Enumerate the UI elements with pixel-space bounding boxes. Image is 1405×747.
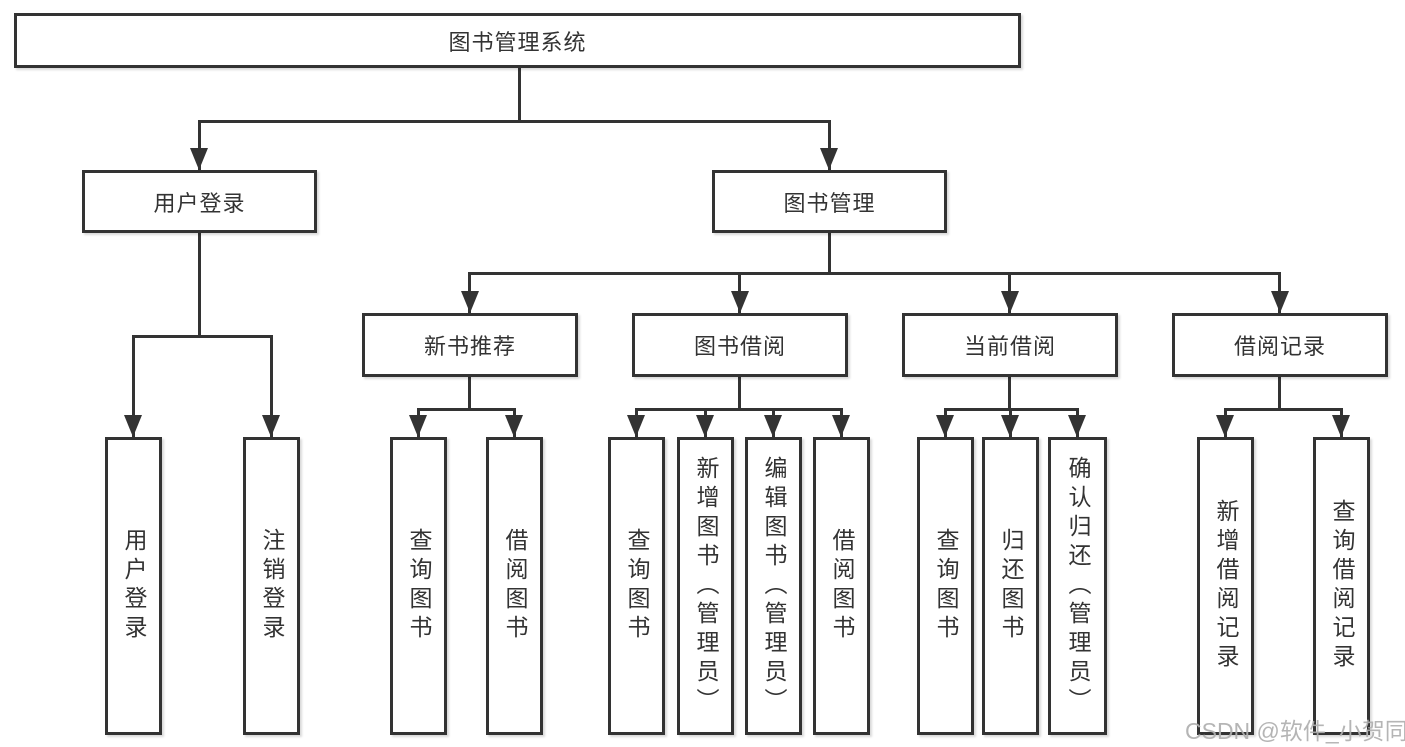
node-current-borrow: 当前借阅 — [902, 313, 1118, 377]
connector-line — [635, 408, 842, 411]
connector-line — [1278, 377, 1281, 408]
node-label: 图书借阅 — [693, 334, 786, 359]
arrow-down-icon — [1216, 415, 1234, 437]
arrow-down-icon — [627, 415, 645, 437]
arrow-down-icon — [124, 415, 142, 437]
connector-line — [198, 120, 831, 123]
arrow-down-icon — [262, 415, 280, 437]
leaf-return-books: 归还图书 — [982, 437, 1039, 735]
node-book-borrow: 图书借阅 — [632, 313, 848, 377]
node-new-book-recommend: 新书推荐 — [362, 313, 578, 377]
arrow-down-icon — [820, 148, 838, 170]
connector-line — [1008, 377, 1011, 408]
leaf-add-borrow-record: 新增借阅记录 — [1197, 437, 1254, 735]
connector-line — [468, 272, 1281, 275]
arrow-down-icon — [1271, 291, 1289, 313]
arrow-down-icon — [1332, 415, 1350, 437]
node-label: 新书推荐 — [423, 334, 516, 359]
leaf-query-books-1: 查询图书 — [390, 437, 447, 735]
leaf-label: 编辑图书（管理员） — [761, 455, 787, 717]
leaf-label: 归还图书 — [998, 528, 1024, 644]
leaf-label: 查询图书 — [406, 528, 432, 644]
arrow-down-icon — [731, 291, 749, 313]
leaf-confirm-return-admin: 确认归还（管理员） — [1048, 437, 1107, 735]
node-user-login: 用户登录 — [82, 170, 317, 233]
csdn-watermark: CSDN @软件_小贺同学 — [1185, 718, 1405, 744]
node-label: 当前借阅 — [963, 334, 1056, 359]
arrow-down-icon — [461, 291, 479, 313]
leaf-logout: 注销登录 — [243, 437, 300, 735]
arrow-down-icon — [1068, 415, 1086, 437]
connector-line — [132, 335, 135, 437]
arrow-down-icon — [936, 415, 954, 437]
node-label: 图书管理系统 — [448, 29, 587, 55]
leaf-label: 查询图书 — [624, 528, 650, 644]
node-library-system: 图书管理系统 — [14, 13, 1021, 68]
leaf-label: 新增借阅记录 — [1213, 499, 1239, 673]
node-book-management: 图书管理 — [712, 170, 947, 233]
arrow-down-icon — [764, 415, 782, 437]
node-label: 借阅记录 — [1233, 334, 1326, 359]
leaf-add-books-admin: 新增图书（管理员） — [677, 437, 734, 735]
leaf-query-books-3: 查询图书 — [917, 437, 974, 735]
connector-line — [198, 120, 201, 170]
leaf-borrow-books-1: 借阅图书 — [486, 437, 543, 735]
arrow-down-icon — [696, 415, 714, 437]
node-borrow-records: 借阅记录 — [1172, 313, 1388, 377]
arrow-down-icon — [409, 415, 427, 437]
leaf-label: 确认归还（管理员） — [1065, 455, 1091, 717]
arrow-down-icon — [190, 148, 208, 170]
arrow-down-icon — [505, 415, 523, 437]
arrow-down-icon — [1001, 291, 1019, 313]
arrow-down-icon — [1001, 415, 1019, 437]
connector-line — [468, 377, 471, 408]
leaf-label: 查询图书 — [933, 528, 959, 644]
connector-line — [738, 377, 741, 408]
connector-line — [518, 68, 521, 120]
node-label: 用户登录 — [153, 190, 246, 216]
connector-line — [132, 335, 273, 338]
leaf-label: 借阅图书 — [829, 528, 855, 644]
leaf-label: 新增图书（管理员） — [693, 455, 719, 717]
leaf-user-login: 用户登录 — [105, 437, 162, 735]
connector-line — [198, 233, 201, 335]
connector-line — [1224, 408, 1343, 411]
connector-line — [828, 233, 831, 272]
arrow-down-icon — [832, 415, 850, 437]
connector-line — [828, 120, 831, 170]
connector-line — [417, 408, 516, 411]
leaf-label: 用户登录 — [121, 528, 147, 644]
node-label: 图书管理 — [783, 190, 876, 216]
leaf-label: 查询借阅记录 — [1329, 499, 1355, 673]
leaf-query-books-2: 查询图书 — [608, 437, 665, 735]
leaf-borrow-books-2: 借阅图书 — [813, 437, 870, 735]
connector-line — [270, 335, 273, 437]
leaf-edit-books-admin: 编辑图书（管理员） — [745, 437, 802, 735]
leaf-query-borrow-record: 查询借阅记录 — [1313, 437, 1370, 735]
leaf-label: 注销登录 — [259, 528, 285, 644]
leaf-label: 借阅图书 — [502, 528, 528, 644]
